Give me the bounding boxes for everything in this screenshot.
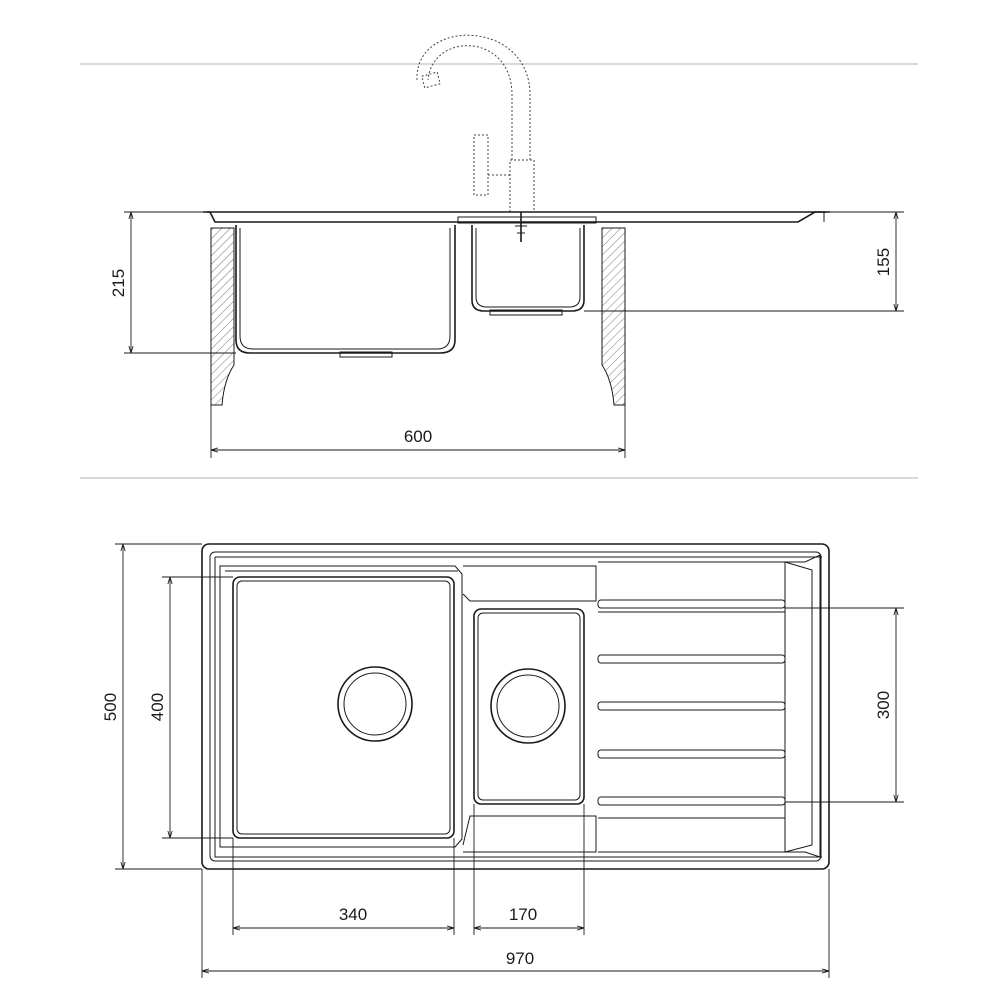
sink-rim <box>203 211 830 224</box>
small-bowl-profile <box>471 225 585 316</box>
drainboard <box>597 554 821 858</box>
dim-label-500: 500 <box>101 693 120 721</box>
dim-label-170: 170 <box>509 905 537 924</box>
dim-label-300: 300 <box>874 691 893 719</box>
dim-label-400: 400 <box>148 693 167 721</box>
main-bowl-profile <box>235 225 456 358</box>
dim-label-970: 970 <box>506 949 534 968</box>
cabinet-walls <box>210 227 626 406</box>
main-bowl-top <box>219 565 463 848</box>
small-drain-icon <box>490 668 566 744</box>
dim-label-340: 340 <box>339 905 367 924</box>
dim-label-155: 155 <box>874 248 893 276</box>
dim-label-600: 600 <box>404 427 432 446</box>
guide-lines <box>80 63 918 479</box>
top-view: 500 400 300 340 170 970 <box>101 543 904 978</box>
main-drain-icon <box>337 666 413 742</box>
small-bowl-top <box>462 565 597 853</box>
top-extension-lines <box>115 543 904 978</box>
dim-label-215: 215 <box>109 269 128 297</box>
sink-outline <box>201 543 830 870</box>
faucet-outline <box>416 34 535 242</box>
side-extension-lines <box>124 211 904 458</box>
side-view: 215 155 600 <box>109 34 904 458</box>
